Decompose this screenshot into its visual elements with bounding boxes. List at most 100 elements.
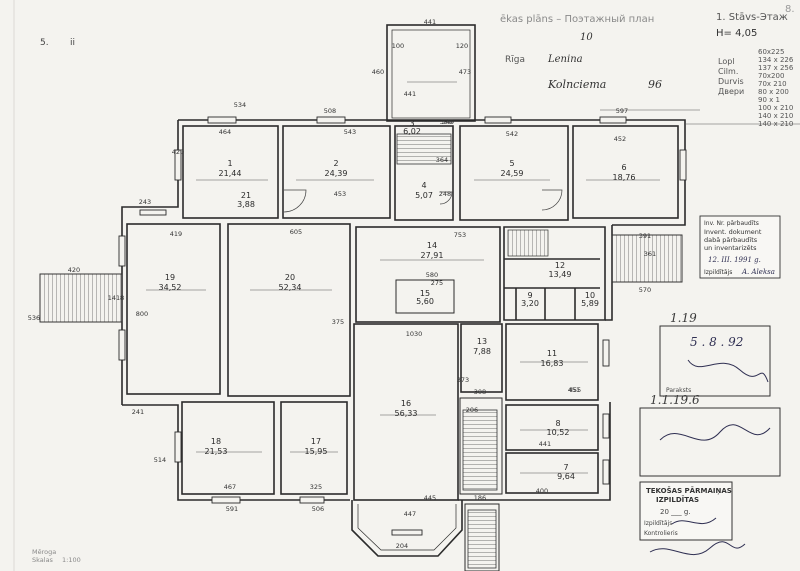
svg-text:10,52: 10,52 xyxy=(547,428,570,437)
svg-text:473: 473 xyxy=(459,68,471,76)
svg-text:19: 19 xyxy=(165,273,175,282)
room-7: 79,64 xyxy=(557,463,575,481)
sheet-number: 10 xyxy=(580,32,593,43)
plan-title: ēkas plāns – Поэтажный план xyxy=(500,14,654,25)
svg-text:21,53: 21,53 xyxy=(205,447,228,456)
svg-text:Двери: Двери xyxy=(718,87,744,96)
svg-text:11: 11 xyxy=(547,349,557,358)
city-label: Rīga xyxy=(505,55,525,65)
street-label: Kolnciema xyxy=(547,78,606,91)
svg-text:508: 508 xyxy=(324,107,336,115)
svg-text:605: 605 xyxy=(290,228,302,236)
svg-text:5,60: 5,60 xyxy=(416,297,434,306)
svg-text:6: 6 xyxy=(621,163,626,172)
svg-text:21,44: 21,44 xyxy=(219,169,242,178)
svg-text:52,34: 52,34 xyxy=(279,283,302,292)
room-5: 524,59 xyxy=(501,159,524,178)
svg-text:204: 204 xyxy=(396,542,408,550)
svg-text:A. Aleksa: A. Aleksa xyxy=(741,268,775,276)
svg-text:70x200: 70x200 xyxy=(758,72,784,80)
svg-text:16: 16 xyxy=(401,399,411,408)
svg-text:206: 206 xyxy=(466,406,478,414)
room-15: 155,60 xyxy=(416,289,434,306)
svg-text:18,76: 18,76 xyxy=(613,173,636,182)
room-labels: 121,44 224,39 36,02 45,07 524,59 618,76 … xyxy=(159,119,636,481)
svg-text:70x 210: 70x 210 xyxy=(758,80,787,88)
stair-lower xyxy=(462,409,498,491)
svg-text:447: 447 xyxy=(404,510,416,518)
svg-text:TEKOŠAS PĀRMAIŅAS: TEKOŠAS PĀRMAIŅAS xyxy=(646,486,732,495)
date-stamp: 1.19 5 . 8 . 92 Paraksts 1.1.19.6 xyxy=(639,311,781,477)
svg-text:134 x 226: 134 x 226 xyxy=(758,56,794,64)
svg-text:15,95: 15,95 xyxy=(305,447,328,456)
svg-text:dabā pārbaudīts: dabā pārbaudīts xyxy=(704,236,758,244)
svg-text:5 . 8 . 92: 5 . 8 . 92 xyxy=(690,335,743,349)
stair-bottom xyxy=(467,509,497,569)
stair-right-outer xyxy=(611,234,683,283)
svg-text:80 x 200: 80 x 200 xyxy=(758,88,789,96)
windows xyxy=(118,116,687,536)
stair-room-3 xyxy=(396,133,452,165)
stair-left-outer xyxy=(39,273,123,323)
svg-text:3: 3 xyxy=(409,119,414,128)
svg-text:34,52: 34,52 xyxy=(159,283,182,292)
svg-text:419: 419 xyxy=(170,230,182,238)
corner-number: 5. xyxy=(40,38,49,48)
svg-text:120: 120 xyxy=(456,42,468,50)
svg-text:IZPILDĪTAS: IZPILDĪTAS xyxy=(656,495,699,504)
side-legend: Lopl Cilm. Durvis Двери 60x225 134 x 226… xyxy=(718,48,794,128)
svg-text:543: 543 xyxy=(344,128,356,136)
svg-text:1:100: 1:100 xyxy=(62,556,81,564)
svg-text:27,91: 27,91 xyxy=(421,251,444,260)
svg-text:467: 467 xyxy=(224,483,236,491)
svg-text:441: 441 xyxy=(404,90,416,98)
svg-text:373: 373 xyxy=(457,376,469,384)
svg-text:56,33: 56,33 xyxy=(395,409,418,418)
room-6: 618,76 xyxy=(613,163,636,182)
svg-text:17: 17 xyxy=(311,437,321,446)
room-21: 213,88 xyxy=(237,191,255,209)
svg-text:186: 186 xyxy=(474,494,486,502)
svg-text:400: 400 xyxy=(536,487,548,495)
changes-stamp: TEKOŠAS PĀRMAIŅAS IZPILDĪTAS 20 ___ g. I… xyxy=(639,481,746,556)
svg-text:10: 10 xyxy=(585,291,595,300)
svg-text:591: 591 xyxy=(226,505,238,513)
door-swings xyxy=(283,189,563,213)
svg-text:14: 14 xyxy=(427,241,437,250)
svg-text:308: 308 xyxy=(474,388,486,396)
svg-text:248: 248 xyxy=(439,190,451,198)
svg-text:5,89: 5,89 xyxy=(581,299,599,308)
svg-text:570: 570 xyxy=(639,286,651,294)
svg-text:2: 2 xyxy=(333,159,338,168)
svg-text:441: 441 xyxy=(539,440,551,448)
stair-right-inner xyxy=(507,229,549,257)
inventory-stamp: Inv. Nr. pārbaudīts Invent. dokument dab… xyxy=(699,215,781,279)
svg-text:506: 506 xyxy=(312,505,324,513)
street-name: Lenina xyxy=(547,54,583,65)
svg-text:534: 534 xyxy=(234,101,246,109)
room-3: 36,02 xyxy=(403,119,421,136)
svg-text:9,64: 9,64 xyxy=(557,472,575,481)
svg-text:441: 441 xyxy=(424,18,436,26)
svg-text:100 x 210: 100 x 210 xyxy=(758,104,793,112)
svg-text:3,88: 3,88 xyxy=(237,200,255,209)
svg-text:137 x 256: 137 x 256 xyxy=(758,64,794,72)
svg-text:Invent. dokument: Invent. dokument xyxy=(704,228,762,236)
svg-text:20 ___ g.: 20 ___ g. xyxy=(660,508,691,516)
room-9: 93,20 xyxy=(521,291,539,308)
svg-text:Mēroga: Mēroga xyxy=(32,548,56,556)
svg-text:90 x 1: 90 x 1 xyxy=(758,96,780,104)
svg-text:Izpildītājs: Izpildītājs xyxy=(644,520,672,527)
svg-text:24,39: 24,39 xyxy=(325,169,348,178)
svg-text:464: 464 xyxy=(219,128,231,136)
room-2: 224,39 xyxy=(325,159,348,178)
svg-text:243: 243 xyxy=(139,198,151,206)
svg-text:361: 361 xyxy=(644,250,656,258)
svg-text:3,20: 3,20 xyxy=(521,299,539,308)
svg-text:597: 597 xyxy=(616,107,628,115)
svg-text:349: 349 xyxy=(442,118,454,126)
